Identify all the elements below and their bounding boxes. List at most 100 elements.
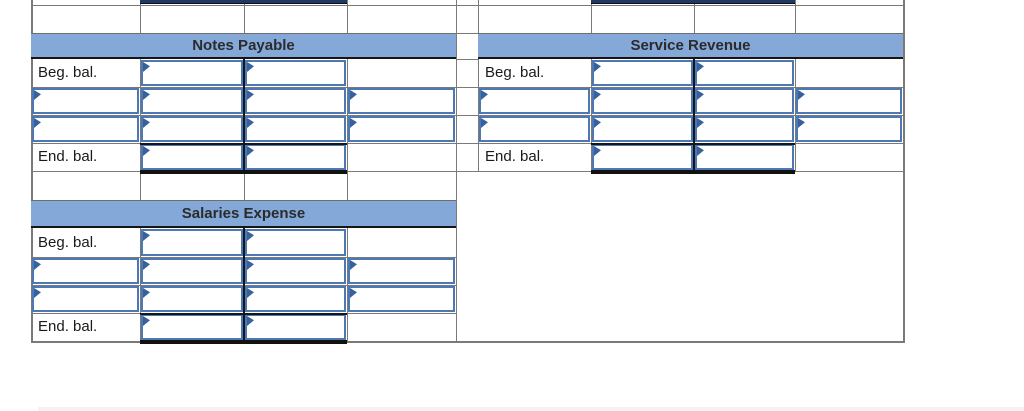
dropdown-flag-icon (594, 146, 601, 156)
t-account-divider (693, 59, 695, 171)
sr-end-credit-cell[interactable] (695, 144, 794, 170)
se-end-credit-cell[interactable] (245, 314, 346, 340)
notes-payable-header: Notes Payable (31, 33, 456, 59)
np-row1-credit-cell[interactable] (245, 88, 346, 114)
dropdown-flag-icon (594, 90, 601, 100)
grid-line (456, 0, 457, 341)
dropdown-flag-icon (247, 146, 254, 156)
dropdown-flag-icon (143, 260, 150, 270)
sr-beg-debit-cell[interactable] (592, 60, 693, 86)
dropdown-flag-icon (697, 62, 704, 72)
dropdown-flag-icon (247, 118, 254, 128)
se-row1-debit-cell[interactable] (141, 258, 243, 284)
dropdown-flag-icon (350, 288, 357, 298)
se-row2-right-cell[interactable] (348, 286, 455, 312)
np-row1-right-cell[interactable] (348, 88, 455, 114)
np-row1-debit-cell[interactable] (141, 88, 243, 114)
np-row2-credit-cell[interactable] (245, 116, 346, 142)
service-revenue-header: Service Revenue (478, 33, 903, 59)
total-rule (140, 143, 347, 145)
sheet-bottom-border (31, 341, 905, 343)
grid-line (795, 0, 796, 171)
dropdown-flag-icon (247, 90, 254, 100)
np-end-debit-cell[interactable] (141, 144, 243, 170)
grid-line (31, 33, 903, 34)
sr-end-debit-cell[interactable] (592, 144, 693, 170)
end-bal-label: End. bal. (38, 318, 98, 335)
end-bal-label: End. bal. (38, 148, 98, 165)
dropdown-flag-icon (350, 118, 357, 128)
grid-line (31, 171, 903, 172)
grid-line (31, 87, 903, 88)
beg-bal-label: Beg. bal. (38, 64, 98, 81)
dropdown-flag-icon (34, 118, 41, 128)
salaries-expense-header: Salaries Expense (31, 200, 456, 228)
dropdown-flag-icon (34, 288, 41, 298)
dropdown-flag-icon (481, 118, 488, 128)
sr-row1-label-cell[interactable] (479, 88, 590, 114)
double-underline (140, 170, 347, 174)
grid-line (591, 0, 592, 171)
dropdown-flag-icon (143, 118, 150, 128)
dropdown-flag-icon (798, 118, 805, 128)
sr-row2-credit-cell[interactable] (695, 116, 794, 142)
total-rule (140, 313, 347, 315)
se-beg-credit-cell[interactable] (245, 229, 346, 256)
dropdown-flag-icon (247, 288, 254, 298)
previous-account-underline (140, 0, 347, 4)
dropdown-flag-icon (798, 90, 805, 100)
dropdown-flag-icon (143, 231, 150, 241)
grid-line (31, 5, 903, 6)
dropdown-flag-icon (697, 146, 704, 156)
dropdown-flag-icon (143, 62, 150, 72)
dropdown-flag-icon (34, 90, 41, 100)
se-row1-right-cell[interactable] (348, 258, 455, 284)
total-rule (591, 143, 795, 145)
dropdown-flag-icon (247, 231, 254, 241)
sr-row1-right-cell[interactable] (796, 88, 902, 114)
account-title: Notes Payable (192, 37, 295, 54)
double-underline (591, 170, 795, 174)
dropdown-flag-icon (247, 62, 254, 72)
sr-row1-credit-cell[interactable] (695, 88, 794, 114)
sr-row2-label-cell[interactable] (479, 116, 590, 142)
grid-line (347, 0, 348, 341)
beg-bal-label: Beg. bal. (38, 234, 98, 251)
dropdown-flag-icon (247, 316, 254, 326)
account-title: Service Revenue (630, 37, 751, 54)
grid-line (31, 143, 903, 144)
sr-row2-right-cell[interactable] (796, 116, 902, 142)
grid-line (478, 0, 479, 171)
grid-line (31, 115, 903, 116)
dropdown-flag-icon (143, 288, 150, 298)
dropdown-flag-icon (481, 90, 488, 100)
double-underline (140, 340, 347, 344)
sr-row2-debit-cell[interactable] (592, 116, 693, 142)
np-row1-label-cell[interactable] (32, 88, 139, 114)
sr-beg-credit-cell[interactable] (695, 60, 794, 86)
account-title: Salaries Expense (181, 205, 306, 222)
dropdown-flag-icon (594, 62, 601, 72)
sheet-right-border (903, 0, 905, 343)
beg-bal-label: Beg. bal. (485, 64, 545, 81)
dropdown-flag-icon (247, 260, 254, 270)
np-beg-debit-cell[interactable] (141, 60, 243, 86)
bottom-scroll-edge (38, 407, 1024, 411)
se-row2-credit-cell[interactable] (245, 286, 346, 312)
se-row2-label-cell[interactable] (32, 286, 139, 312)
dropdown-flag-icon (350, 260, 357, 270)
se-end-debit-cell[interactable] (141, 314, 243, 340)
dropdown-flag-icon (143, 90, 150, 100)
sr-row1-debit-cell[interactable] (592, 88, 693, 114)
np-end-credit-cell[interactable] (245, 144, 346, 170)
se-beg-debit-cell[interactable] (141, 229, 243, 256)
dropdown-flag-icon (350, 90, 357, 100)
np-row2-debit-cell[interactable] (141, 116, 243, 142)
np-beg-credit-cell[interactable] (245, 60, 346, 86)
se-row1-credit-cell[interactable] (245, 258, 346, 284)
se-row1-label-cell[interactable] (32, 258, 139, 284)
dropdown-flag-icon (143, 316, 150, 326)
se-row2-debit-cell[interactable] (141, 286, 243, 312)
np-row2-label-cell[interactable] (32, 116, 139, 142)
np-row2-right-cell[interactable] (348, 116, 455, 142)
